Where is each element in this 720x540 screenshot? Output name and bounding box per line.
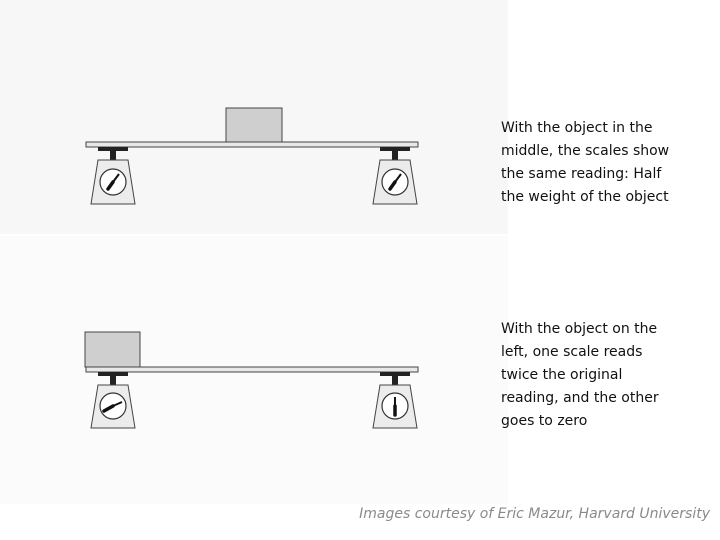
- object-block-left: [84, 331, 141, 368]
- object-block-middle: [225, 107, 283, 143]
- right-scale-top: [372, 147, 418, 205]
- left-scale-top: [90, 147, 136, 205]
- caption-object-left: With the object on the left, one scale r…: [501, 321, 659, 429]
- top-scenario: [85, 107, 419, 205]
- left-scale-bottom: [90, 372, 136, 429]
- image-credit: Images courtesy of Eric Mazur, Harvard U…: [359, 506, 710, 522]
- plank-top: [85, 141, 419, 148]
- caption-object-middle: With the object in the middle, the scale…: [501, 120, 670, 205]
- right-scale-bottom: [372, 372, 418, 429]
- bottom-scenario: [84, 331, 419, 429]
- plank-bottom: [85, 366, 419, 373]
